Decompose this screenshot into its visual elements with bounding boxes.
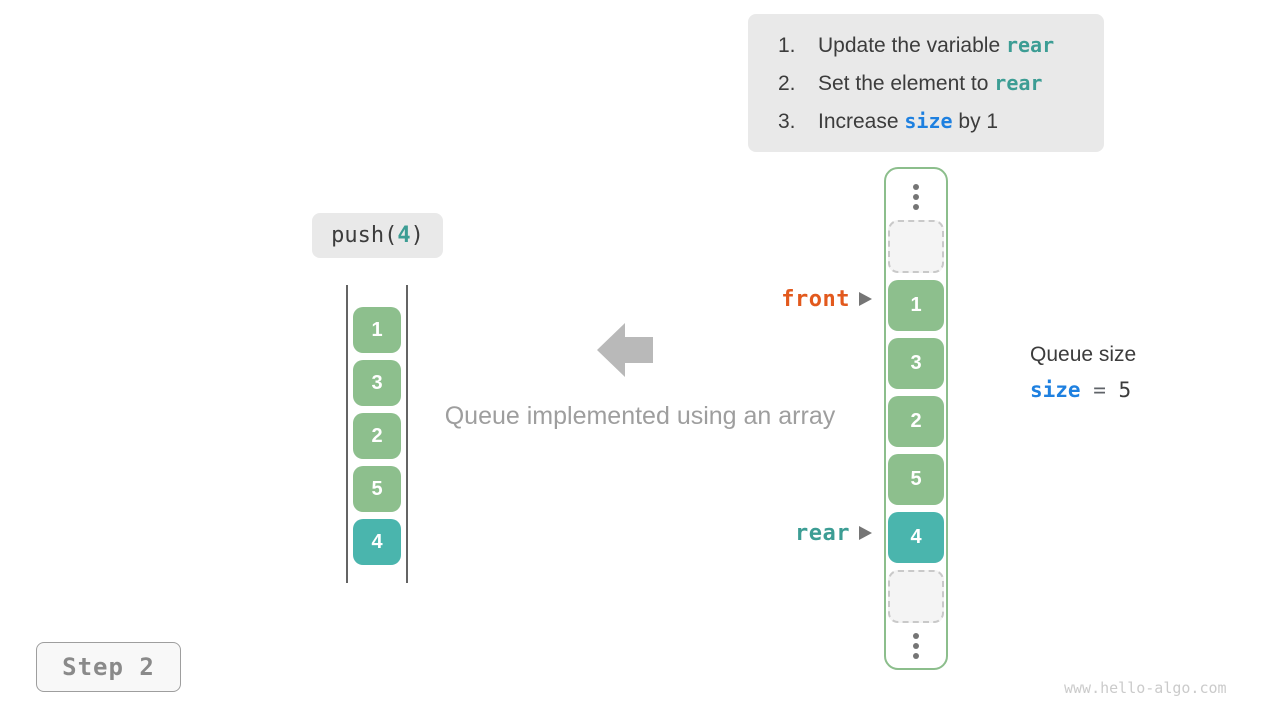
arrow-left-icon: [597, 323, 653, 377]
instruction-number: 3.: [778, 109, 796, 133]
stack-cell: 3: [353, 360, 401, 406]
stack-right-wall: [406, 285, 408, 583]
queue-size-value-line: size = 5: [1030, 378, 1136, 402]
rear-arrow-icon: [859, 526, 872, 540]
array-container: 1 3 2 5 4: [884, 167, 948, 670]
stack-cell: 5: [353, 466, 401, 512]
instruction-box: 1. Update the variable rear 2. Set the e…: [748, 14, 1104, 152]
instruction-text: Update the variable rear: [818, 32, 1054, 59]
front-label: front: [781, 286, 850, 312]
stack-left-wall: [346, 285, 348, 583]
instruction-item-3: 3. Increase size by 1: [778, 108, 1084, 135]
instruction-suffix: by 1: [952, 109, 999, 133]
size-value: 5: [1118, 378, 1132, 402]
instruction-number: 1.: [778, 33, 796, 57]
size-variable: size: [1030, 378, 1081, 402]
code-token-rear: rear: [1005, 32, 1055, 57]
front-arrow-icon: [859, 292, 872, 306]
array-empty-cell: [888, 220, 944, 273]
diagram-caption: Queue implemented using an array: [444, 402, 836, 430]
array-cell: 3: [888, 338, 944, 389]
instruction-prefix: Update the variable: [818, 33, 1006, 57]
array-cell: 2: [888, 396, 944, 447]
push-fn: push(: [331, 223, 398, 248]
rear-pointer: rear: [750, 520, 872, 546]
instruction-text: Increase size by 1: [818, 108, 998, 135]
array-cell: 5: [888, 454, 944, 505]
push-arg: 4: [397, 223, 411, 248]
instruction-number: 2.: [778, 71, 796, 95]
array-cell-new: 4: [888, 512, 944, 563]
front-pointer: front: [750, 286, 872, 312]
watermark: www.hello-algo.com: [1064, 679, 1227, 697]
instruction-item-2: 2. Set the element to rear: [778, 70, 1084, 97]
instruction-prefix: Set the element to: [818, 71, 995, 95]
instruction-prefix: Increase: [818, 109, 905, 133]
instruction-item-1: 1. Update the variable rear: [778, 32, 1084, 59]
array-empty-cell: [888, 570, 944, 623]
array-cell: 1: [888, 280, 944, 331]
instruction-text: Set the element to rear: [818, 70, 1042, 97]
ellipsis-top-icon: [913, 181, 919, 213]
queue-size-title: Queue size: [1030, 343, 1137, 366]
code-token-size: size: [904, 108, 953, 133]
stack-cell-new: 4: [353, 519, 401, 565]
stack-cell: 1: [353, 307, 401, 353]
queue-size-panel: Queue size size = 5: [1030, 343, 1136, 402]
push-close: ): [410, 223, 424, 248]
code-token-rear: rear: [994, 70, 1043, 95]
stack-cell: 2: [353, 413, 401, 459]
equals-sign: =: [1093, 378, 1106, 402]
rear-label: rear: [795, 520, 850, 546]
push-operation-badge: push(4): [312, 213, 443, 258]
ellipsis-bottom-icon: [913, 630, 919, 662]
step-badge: Step 2: [36, 642, 181, 692]
